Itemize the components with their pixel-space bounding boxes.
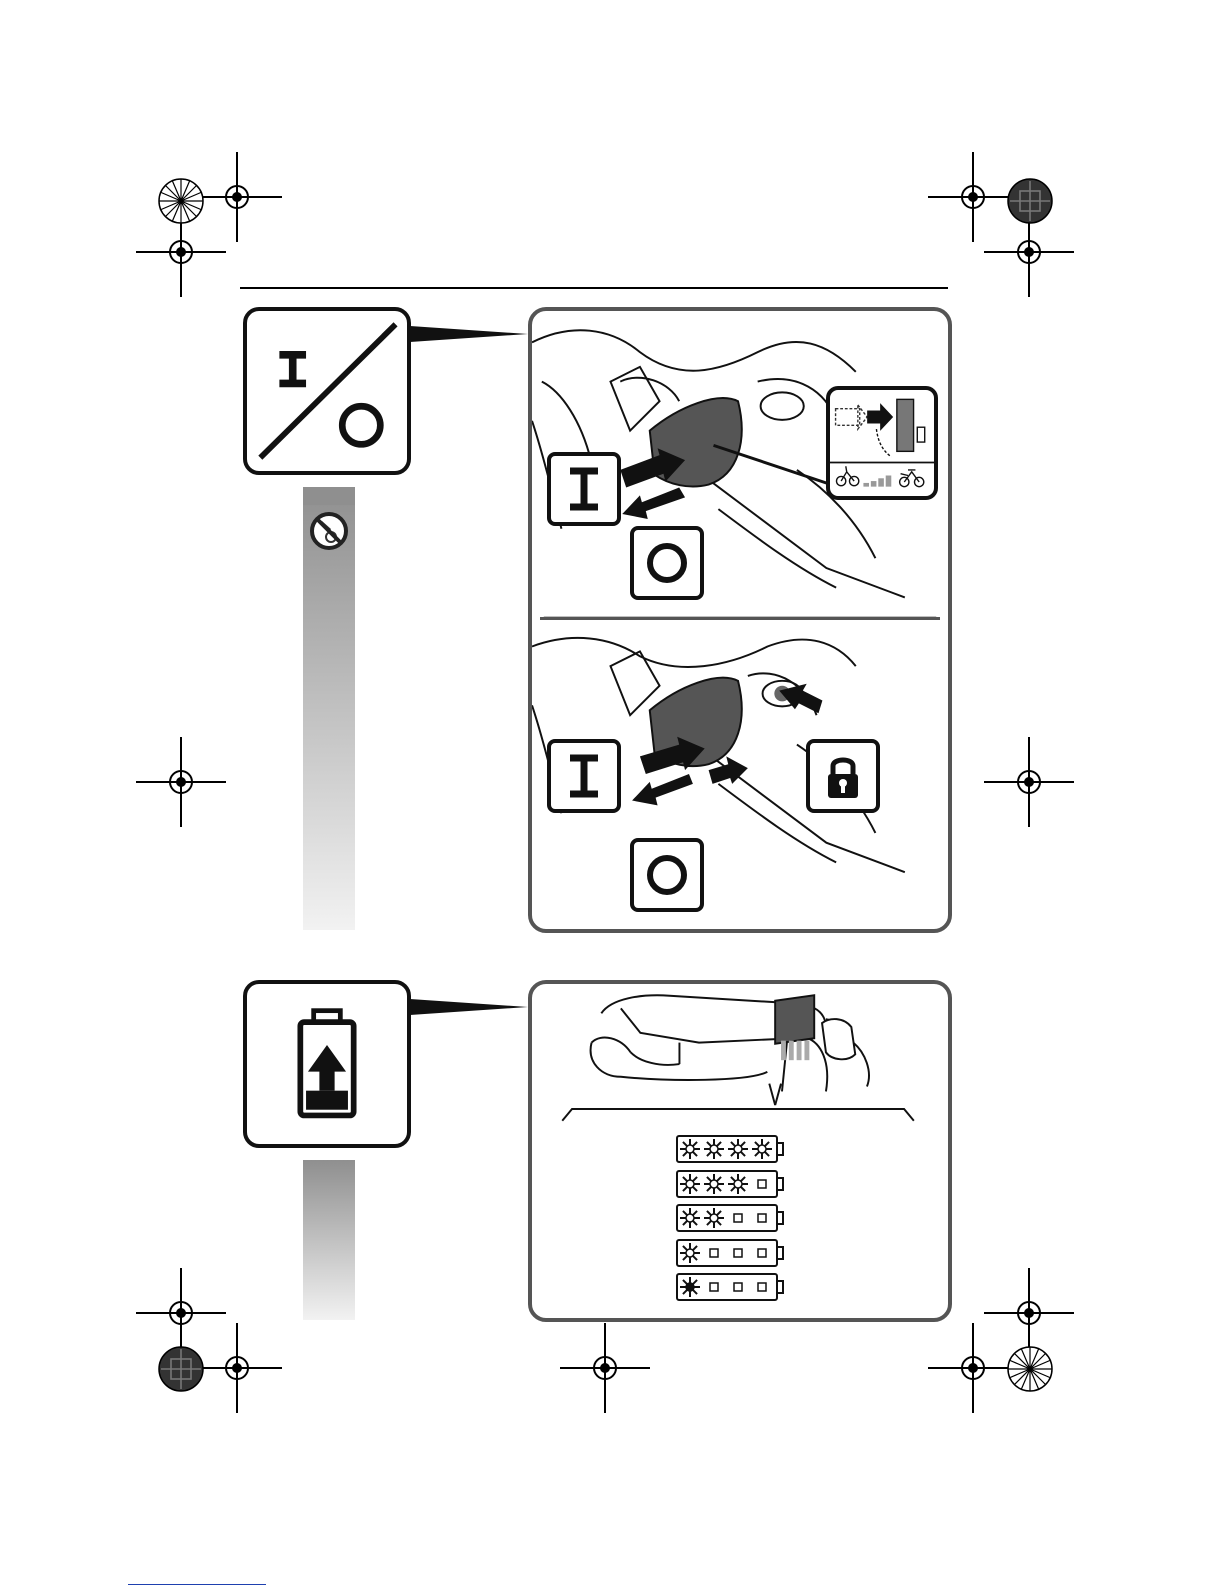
registration-mark-bottom-left xyxy=(192,1323,282,1413)
sunburst-icon-top-right xyxy=(1007,178,1053,224)
no-tool-prohibition-icon xyxy=(309,511,349,551)
speed-selector-inset xyxy=(826,386,938,500)
led-blinking-icon xyxy=(680,1277,700,1297)
sunburst-icon-top-left xyxy=(158,178,204,224)
led-lit-icon xyxy=(704,1174,724,1194)
on-off-switch-icon xyxy=(243,307,411,475)
led-lit-icon xyxy=(680,1174,700,1194)
led-off-icon xyxy=(758,1283,766,1291)
battery-charge-icon xyxy=(243,980,411,1148)
led-lit-icon xyxy=(680,1139,700,1159)
registration-mark-bottom-right xyxy=(928,1323,1018,1413)
registration-mark-bottom-center xyxy=(560,1323,650,1413)
side-bar-upper xyxy=(303,487,355,930)
led-lit-icon xyxy=(704,1208,724,1228)
led-off-icon xyxy=(710,1249,718,1257)
led-lit-icon xyxy=(728,1139,748,1159)
sunburst-icon-bottom-right xyxy=(1007,1346,1053,1392)
led-off-icon xyxy=(710,1283,718,1291)
led-off-icon xyxy=(734,1214,742,1222)
panel-divider xyxy=(540,617,940,620)
charge-level-row xyxy=(676,1273,784,1301)
side-bar-lower xyxy=(303,1160,355,1320)
on-switch-label-lower xyxy=(547,739,621,813)
callout-pointer-switch xyxy=(410,320,530,350)
led-lit-icon xyxy=(728,1174,748,1194)
charge-level-row xyxy=(676,1135,784,1163)
led-lit-icon xyxy=(680,1208,700,1228)
charge-level-row xyxy=(676,1239,784,1267)
on-switch-label-upper xyxy=(547,452,621,526)
led-off-icon xyxy=(734,1283,742,1291)
charge-level-row xyxy=(676,1170,784,1198)
callout-pointer-battery xyxy=(410,993,530,1023)
charge-level-row xyxy=(676,1204,784,1232)
led-off-icon xyxy=(758,1180,766,1188)
lock-icon xyxy=(806,739,880,813)
sunburst-icon-bottom-left xyxy=(158,1346,204,1392)
led-off-icon xyxy=(758,1214,766,1222)
led-lit-icon xyxy=(752,1139,772,1159)
led-off-icon xyxy=(758,1249,766,1257)
registration-mark-left-middle xyxy=(136,737,226,827)
led-off-icon xyxy=(734,1249,742,1257)
off-switch-label-upper xyxy=(630,526,704,600)
off-switch-label-lower xyxy=(630,838,704,912)
registration-mark-right-middle xyxy=(984,737,1074,827)
led-lit-icon xyxy=(680,1243,700,1263)
header-rule xyxy=(240,287,948,289)
led-lit-icon xyxy=(704,1139,724,1159)
